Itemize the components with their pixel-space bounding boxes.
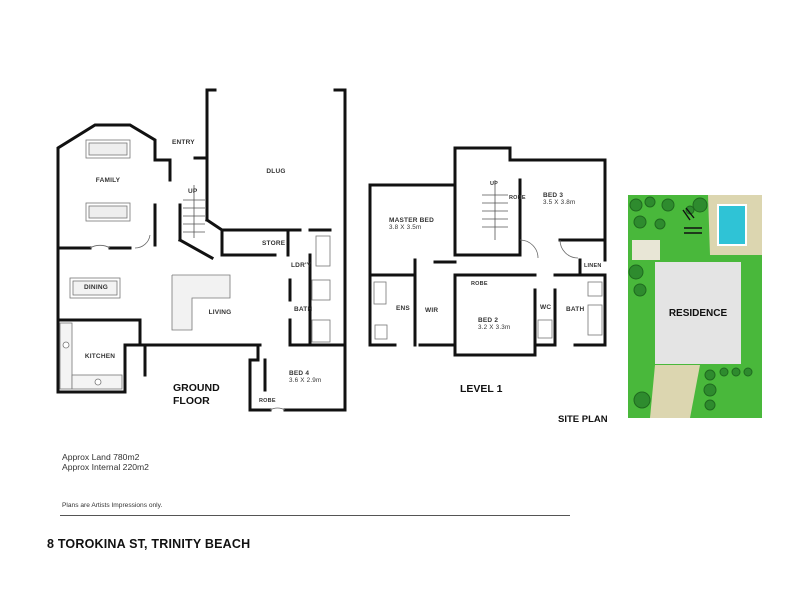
bed3-name: BED 3 <box>543 192 564 199</box>
room-label-store: STORE <box>262 240 286 247</box>
room-label-master-bed: MASTER BED 3.8 X 3.5m <box>389 217 434 231</box>
room-label-wir: WIR <box>425 307 439 314</box>
room-label-robe-bed2: ROBE <box>471 281 488 287</box>
room-label-robe-ground: ROBE <box>259 398 276 404</box>
room-label-dining: DINING <box>84 284 108 291</box>
room-label-family: FAMILY <box>95 177 121 184</box>
room-label-bath-level1: BATH <box>566 306 585 313</box>
bed3-dimensions: 3.5 X 3.8m <box>543 199 576 206</box>
land-area-note: Approx Land 780m2 <box>62 452 140 462</box>
divider-line <box>60 515 570 516</box>
internal-area-note: Approx Internal 220m2 <box>62 462 149 472</box>
master-bed-name: MASTER BED <box>389 217 434 224</box>
ground-floor-heading-line2: FLOOR <box>173 394 210 407</box>
stair-label-up-level1: UP <box>490 181 499 187</box>
room-label-bed4: BED 4 3.6 X 2.9m <box>289 370 321 384</box>
room-label-bath-ground: BATH <box>294 306 313 313</box>
room-label-wc: WC <box>540 304 552 311</box>
ground-floor-heading-line1: GROUND <box>173 382 220 394</box>
level1-walls <box>368 146 607 357</box>
site-residence-block: RESIDENCE <box>655 262 741 364</box>
bed2-dimensions: 3.2 X 3.3m <box>478 324 511 331</box>
room-label-dlug: DLUG <box>266 168 286 175</box>
site-plan-heading: SITE PLAN <box>558 414 608 425</box>
disclaimer-note: Plans are Artists Impressions only. <box>62 502 163 509</box>
room-label-entry: ENTRY <box>172 139 195 146</box>
room-label-bed3: BED 3 3.5 X 3.8m <box>543 192 575 206</box>
ground-floor-walls <box>56 88 347 412</box>
ground-floor-heading: GROUND FLOOR <box>173 382 220 407</box>
bed2-name: BED 2 <box>478 317 499 324</box>
bed4-dimensions: 3.6 X 2.9m <box>289 377 322 384</box>
ground-floor-fixtures <box>59 139 331 411</box>
room-label-laundry: LDR'Y <box>291 262 312 269</box>
room-label-bed2: BED 2 3.2 X 3.3m <box>478 317 510 331</box>
level1-fixtures <box>373 180 603 340</box>
property-address: 8 TOROKINA ST, TRINITY BEACH <box>47 537 251 551</box>
bed4-name: BED 4 <box>289 370 310 377</box>
room-label-robe-bed3: ROBE <box>509 195 526 201</box>
room-label-linen: LINEN <box>584 263 602 269</box>
level1-heading: LEVEL 1 <box>460 383 503 395</box>
room-label-ens: ENS <box>396 305 410 312</box>
master-bed-dimensions: 3.8 X 3.5m <box>389 224 422 231</box>
site-residence-label: RESIDENCE <box>668 307 728 319</box>
stair-label-up-ground: UP <box>188 188 198 195</box>
room-label-living: LIVING <box>208 309 232 316</box>
room-label-kitchen: KITCHEN <box>84 353 116 360</box>
